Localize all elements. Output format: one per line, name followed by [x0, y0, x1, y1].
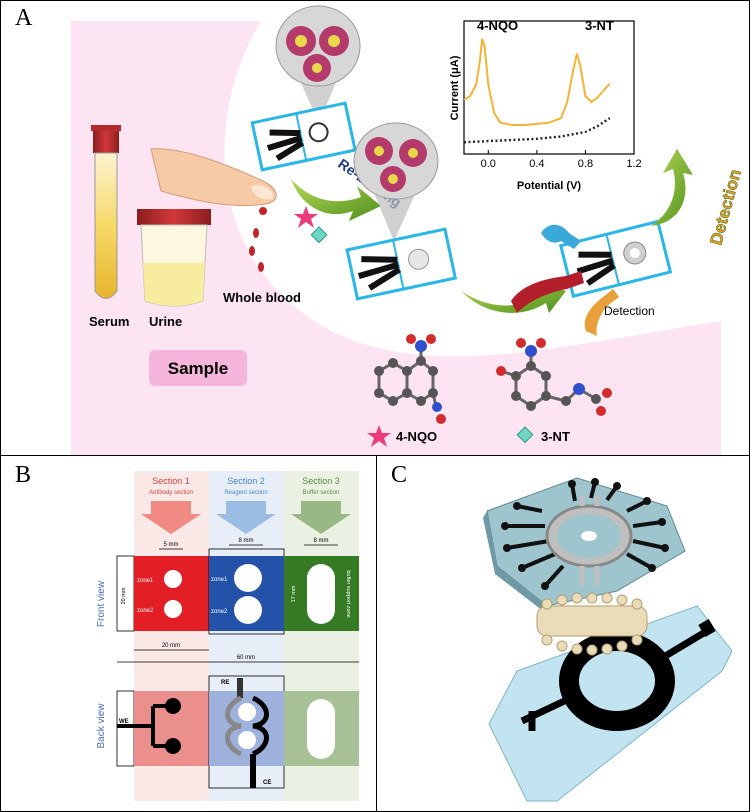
front-view-label: Front view	[96, 580, 107, 627]
urine-cup-icon	[137, 209, 211, 307]
urine-label: Urine	[149, 314, 182, 329]
electrode-chip-3	[558, 219, 673, 298]
legend-nt-label: 3-NT	[541, 429, 570, 444]
dim-8mm-b: 8 mm	[314, 538, 329, 544]
front-section1	[134, 556, 209, 631]
x-tick-label: 0.4	[529, 158, 544, 170]
detection-small-label: Detection	[604, 304, 655, 318]
x-tick-label: 0.8	[578, 158, 593, 170]
chart-xlabel: Potential (V)	[517, 180, 582, 192]
electrode-chip-2	[345, 227, 458, 301]
panel-b: B Section 1 Antibody section Section 2 R…	[0, 455, 378, 812]
peak-label-nqo: 4-NQO	[477, 18, 518, 33]
dim-5mm: 5 mm	[164, 542, 179, 548]
sample-box	[149, 350, 247, 386]
green-arrow-1	[291, 179, 381, 221]
serum-label: Serum	[89, 314, 129, 329]
whole-blood-label: Whole blood	[223, 290, 301, 305]
section1-subtitle: Antibody section	[149, 490, 193, 496]
panel-c-label: C	[391, 462, 408, 488]
panel-a-illustration: Serum Urine Whole blood Sample	[71, 5, 745, 456]
section1-arrow-icon	[141, 501, 201, 534]
legend-diamond-icon	[516, 426, 534, 444]
serum-tube-icon	[91, 125, 121, 299]
section1-title: Section 1	[152, 476, 190, 486]
voltammogram-chart: 0.0 0.4 0.8 1.2 4-NQO 3-NT Current (μA) Pot…	[449, 18, 642, 192]
x-tick-label: 1.2	[626, 158, 641, 170]
dim-17mm: 17 mm	[291, 585, 297, 602]
dim-60mm: 60 mm	[237, 655, 255, 661]
star-icon	[294, 206, 318, 228]
section3-arrow-icon	[291, 501, 351, 534]
we-label: WE	[119, 719, 129, 725]
bottom-ring-electrode	[559, 631, 675, 731]
chart-ylabel: Current (μA)	[449, 55, 461, 120]
panel-b-label: B	[15, 462, 32, 488]
zone1-a-label: zone1	[137, 578, 154, 584]
panel-a-label: A	[15, 5, 33, 31]
series-line-1	[463, 38, 611, 126]
magnifier-top-icon	[275, 5, 361, 123]
molecule-3nt-icon	[496, 338, 612, 416]
green-arrow-3	[651, 149, 693, 226]
connector-fingers	[536, 592, 648, 656]
orange-probe-icon	[584, 289, 619, 336]
section3-subtitle: Buffer section	[303, 490, 340, 496]
section2-arrow-icon	[216, 501, 276, 534]
dim-20mm-w: 20 mm	[162, 643, 180, 649]
zone1-b-label: zone1	[211, 577, 228, 583]
x-tick-label: 0.0	[481, 158, 496, 170]
dim-20mm: 20 mm	[121, 587, 127, 604]
zone2-a-label: zone2	[137, 608, 154, 614]
diamond-icon	[310, 226, 328, 244]
panel-c-device-illustration	[483, 477, 733, 802]
panel-c: C	[376, 455, 750, 812]
section2-title: Section 2	[227, 476, 265, 486]
top-electrode-leads	[505, 481, 666, 588]
sample-box-label: Sample	[168, 359, 228, 378]
legend-nqo-label: 4-NQO	[396, 429, 437, 444]
buffer-zone-label: buffer support zone	[345, 570, 351, 617]
red-probe-icon	[511, 271, 584, 313]
zone2-b-label: zone2	[211, 609, 228, 615]
blue-probe-icon	[541, 224, 581, 249]
peak-label-nt: 3-NT	[585, 18, 614, 33]
panel-b-diagram: Section 1 Antibody section Section 2 Rea…	[96, 471, 359, 801]
panel-a: A Serum	[0, 0, 750, 457]
electrode-chip-1	[250, 101, 357, 172]
back-section2	[209, 691, 284, 766]
back-view-label: Back view	[96, 703, 107, 749]
magnifier-middle-icon	[353, 122, 439, 241]
section3-title: Section 3	[302, 476, 340, 486]
legend-star-icon	[367, 425, 391, 447]
detection-arrow-label: Detection	[707, 167, 745, 247]
pink-background	[71, 21, 721, 456]
molecule-4nqo-icon	[374, 334, 446, 424]
finger-icon	[150, 148, 277, 272]
re-label: RE	[221, 680, 229, 686]
ce-label: CE	[263, 780, 271, 786]
series-line-2	[463, 117, 611, 144]
green-arrow-2	[461, 283, 566, 313]
dim-8mm-a: 8 mm	[239, 538, 254, 544]
section2-subtitle: Reagent section	[224, 490, 267, 496]
